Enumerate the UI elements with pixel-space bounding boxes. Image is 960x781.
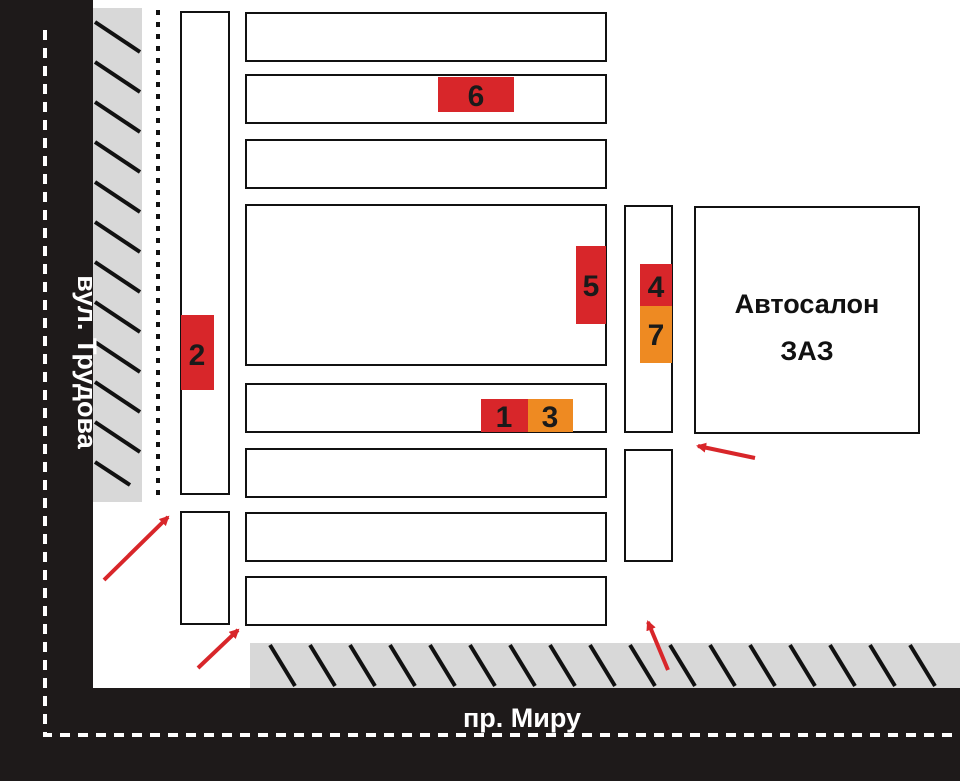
svg-text:5: 5 [583,270,600,303]
block-row-6 [245,512,607,562]
marker-7: 7 [640,306,672,363]
arrow-entrance-right [696,442,756,460]
marker-4: 4 [640,264,672,306]
block-row-2 [245,74,607,124]
block-left-tall [180,11,230,495]
arrow-entrance-bottom-right [646,620,670,671]
marker-3: 3 [528,399,573,434]
svg-text:6: 6 [468,80,485,113]
dealership-name-line2: ЗАЗ [780,336,833,366]
arrow-entrance-left [102,515,170,582]
block-right-narrow-bottom [624,449,673,562]
block-left-short [180,511,230,625]
sidewalk-left [93,8,142,502]
svg-text:2: 2 [189,339,206,372]
marker-2: 2 [181,315,214,390]
street-name-vertical: вул. Трудова [72,275,102,450]
street-name-horizontal: пр. Миру [463,703,581,733]
sidewalk-bottom [250,643,960,688]
block-row-3 [245,139,607,189]
block-row-big [245,204,607,366]
svg-text:1: 1 [496,401,513,434]
marker-5: 5 [576,246,606,324]
svg-text:3: 3 [542,401,559,434]
dealership-building [694,206,920,434]
arrow-entrance-bottom-left [196,628,240,670]
dealership-name-line1: Автосалон [735,289,880,319]
entry-arrows [102,442,756,671]
svg-text:7: 7 [648,319,665,352]
marker-6: 6 [438,77,514,113]
block-row-7 [245,576,607,626]
marker-1: 1 [481,399,528,434]
block-row-5 [245,448,607,498]
svg-text:4: 4 [648,271,665,304]
block-row-1 [245,12,607,62]
road-center-line [43,30,960,737]
